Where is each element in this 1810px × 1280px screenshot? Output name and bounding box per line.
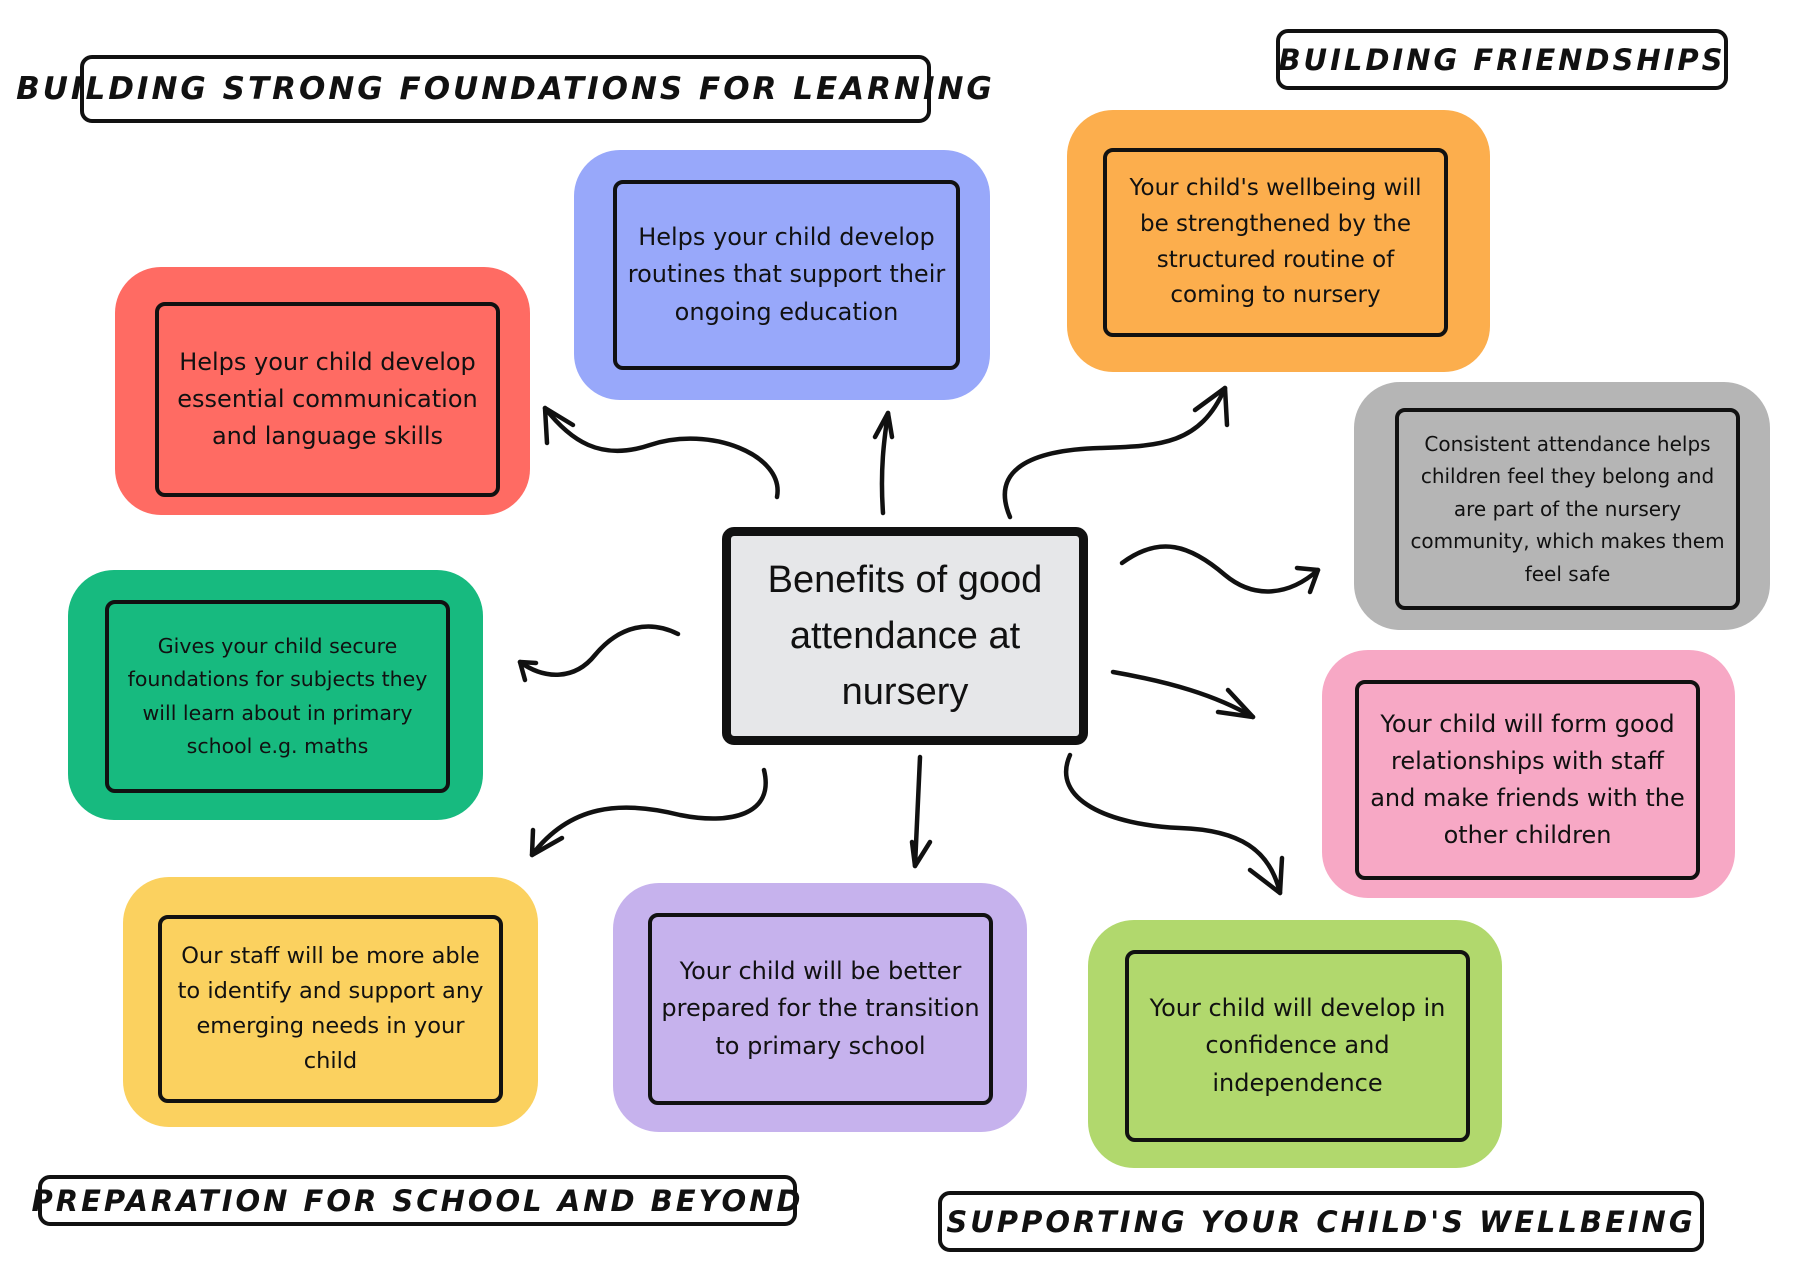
card-wellbeing-routine: Your child's wellbeing will be strengthe…	[1067, 110, 1490, 372]
arrow-to-belonging	[1119, 544, 1321, 595]
card-routines-text: Helps your child develop routines that s…	[627, 223, 946, 326]
card-confidence-frame: Your child will develop in confidence an…	[1125, 950, 1470, 1142]
arrow-to-wellbeing-routine	[1002, 385, 1230, 520]
card-foundations: Gives your child secure foundations for …	[68, 570, 483, 820]
card-foundations-frame: Gives your child secure foundations for …	[105, 600, 450, 793]
card-routines: Helps your child develop routines that s…	[574, 150, 990, 400]
card-belonging-text: Consistent attendance helps children fee…	[1410, 432, 1725, 586]
section-label-wellbeing-text: Supporting your child's wellbeing	[946, 1204, 1696, 1239]
card-communication-text: Helps your child develop essential commu…	[177, 347, 478, 451]
card-belonging: Consistent attendance helps children fee…	[1354, 382, 1770, 630]
card-transition: Your child will be better prepared for t…	[613, 883, 1027, 1132]
card-transition-text: Your child will be better prepared for t…	[661, 957, 980, 1060]
card-foundations-text: Gives your child secure foundations for …	[127, 634, 428, 758]
card-belonging-frame: Consistent attendance helps children fee…	[1395, 408, 1740, 610]
section-label-learning-text: Building strong foundations for learning	[16, 71, 995, 107]
arrow-to-confidence	[1063, 752, 1285, 896]
card-emerging-needs-text: Our staff will be more able to identify …	[177, 943, 484, 1074]
arrow-to-relationships	[1110, 669, 1256, 720]
section-label-wellbeing: Supporting your child's wellbeing	[938, 1191, 1704, 1252]
card-relationships: Your child will form good relationships …	[1322, 650, 1735, 898]
arrow-to-routines	[872, 410, 895, 516]
card-communication-frame: Helps your child develop essential commu…	[155, 302, 500, 497]
arrow-to-emerging-needs	[529, 767, 768, 858]
center-title-box: Benefits of good attendance at nursery	[722, 527, 1088, 745]
section-label-school: Preparation for school and beyond	[32, 1175, 801, 1226]
section-label-school-text: Preparation for school and beyond	[31, 1183, 804, 1218]
card-transition-frame: Your child will be better prepared for t…	[648, 913, 993, 1105]
card-communication: Helps your child develop essential commu…	[115, 267, 530, 515]
section-label-friendships: Building friendships	[1276, 29, 1728, 90]
card-confidence-text: Your child will develop in confidence an…	[1149, 994, 1446, 1097]
arrow-to-transition	[909, 754, 933, 869]
section-label-learning: Building strong foundations for learning	[16, 55, 992, 123]
card-routines-frame: Helps your child develop routines that s…	[613, 180, 960, 370]
section-label-friendships-text: Building friendships	[1278, 42, 1726, 77]
center-title: Benefits of good attendance at nursery	[767, 558, 1043, 714]
card-wellbeing-routine-frame: Your child's wellbeing will be strengthe…	[1103, 148, 1448, 337]
card-confidence: Your child will develop in confidence an…	[1088, 920, 1502, 1168]
card-emerging-needs: Our staff will be more able to identify …	[123, 877, 538, 1127]
arrow-to-foundations	[517, 624, 681, 683]
arrow-to-communication	[542, 405, 780, 500]
card-relationships-frame: Your child will form good relationships …	[1355, 680, 1700, 880]
card-relationships-text: Your child will form good relationships …	[1370, 709, 1685, 850]
card-wellbeing-routine-text: Your child's wellbeing will be strengthe…	[1129, 175, 1422, 309]
card-emerging-needs-frame: Our staff will be more able to identify …	[158, 915, 503, 1103]
